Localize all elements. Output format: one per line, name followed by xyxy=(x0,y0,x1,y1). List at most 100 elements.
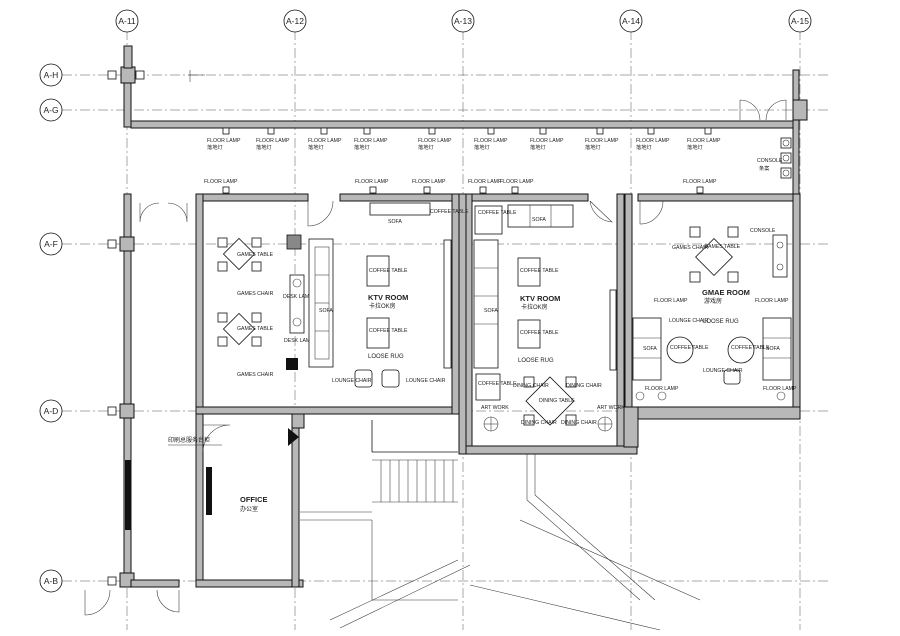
coffee-table-label: COFFEE TABLE xyxy=(520,268,559,274)
sofa-label: SOFA xyxy=(484,308,498,314)
room-name-office-cn: 办公室 xyxy=(240,505,258,513)
doors xyxy=(84,99,787,616)
grid-bubble-a13: A-13 xyxy=(451,9,475,33)
art-work-label: ART WORK xyxy=(597,405,625,411)
games-chair-label: GAMES CHAIR xyxy=(237,291,274,297)
office-note: 印刷总服务台柜 xyxy=(168,436,210,444)
floor-lamp-label: FLOOR LAMP xyxy=(763,386,797,392)
coffee-table-label: COFFEE TABLE xyxy=(731,345,770,351)
floor-lamp-label-cn: 落地灯 xyxy=(585,143,601,151)
floor-lamp-label: FLOOR LAMP xyxy=(474,138,508,144)
floor-lamp-label: FLOOR LAMP xyxy=(204,179,238,185)
dining-chair-label: DINING CHAIR xyxy=(566,383,602,389)
room-name-game-cn: 游戏房 xyxy=(704,297,722,305)
games-table-label: GAMES TABLE xyxy=(704,244,741,250)
lounge-chair-label: LOUNGE CHAIR xyxy=(406,378,446,384)
floor-lamp-label: FLOOR LAMP xyxy=(585,138,619,144)
coffee-table-label: COFFEE TABLE xyxy=(369,268,408,274)
grid-bubble-ad: A-D xyxy=(39,399,63,423)
floor-lamp-label-cn: 落地灯 xyxy=(687,143,703,151)
floor-lamp-label: FLOOR LAMP xyxy=(418,138,452,144)
coffee-table-label: COFFEE TABLE xyxy=(369,328,408,334)
grid-bubble-a11: A-11 xyxy=(115,9,139,33)
sofa-label: SOFA xyxy=(766,346,780,352)
floor-lamp-label: FLOOR LAMP xyxy=(256,138,290,144)
desk-lamp-label: DESK LAMP xyxy=(283,294,313,300)
console-label: CONSOLE xyxy=(757,158,783,164)
grid-label-ah: A-H xyxy=(44,70,59,80)
floor-lamp-label: FLOOR LAMP xyxy=(687,138,721,144)
floor-lamp-label-cn: 落地灯 xyxy=(308,143,324,151)
sofa-label: SOFA xyxy=(643,346,657,352)
misc-symbols xyxy=(107,70,205,586)
grid-bubble-ah: A-H xyxy=(39,63,63,87)
room-name-game: GMAE ROOM xyxy=(702,288,750,297)
console-corridor: CONSOLE 条案 xyxy=(757,137,792,179)
room-name-ktv-right-cn: 卡拉OK房 xyxy=(521,303,548,311)
grid-bubble-a12: A-12 xyxy=(283,9,307,33)
games-table-label: GAMES TABLE xyxy=(237,326,274,332)
grid-label-a15: A-15 xyxy=(791,16,809,26)
floor-lamp-label: FLOOR LAMP xyxy=(755,298,789,304)
grid-label-af: A-F xyxy=(44,239,58,249)
coffee-table-label: COFFEE TABLE xyxy=(670,345,709,351)
room-name-ktv-left: KTV ROOM xyxy=(368,293,408,302)
room-name-ktv-left-cn: 卡拉OK房 xyxy=(369,302,396,310)
coffee-table-label: COFFEE TABLE xyxy=(478,210,517,216)
grid-label-a14: A-14 xyxy=(622,16,640,26)
lounge-chair-label: LOUNGE CHAIR xyxy=(669,318,709,324)
corridor-floor-lamp-labels: FLOOR LAMP 落地灯 FLOOR LAMP 落地灯 FLOOR LAMP… xyxy=(204,138,721,185)
floor-lamp-label: FLOOR LAMP xyxy=(308,138,342,144)
dining-chair-label: DINING CHAIR xyxy=(521,420,557,426)
corridor-floor-lamps xyxy=(222,127,712,194)
sofa-label: SOFA xyxy=(532,217,546,223)
floor-lamp-label: FLOOR LAMP xyxy=(530,138,564,144)
room-name-ktv-right: KTV ROOM xyxy=(520,294,560,303)
games-chair-label: GAMES CHAIR xyxy=(237,372,274,378)
lounge-chair-label: LOUNGE CHAIR xyxy=(332,378,372,384)
floor-lamp-label-cn: 落地灯 xyxy=(207,143,223,151)
console-label-cn: 条案 xyxy=(759,164,770,172)
floor-lamp-label: FLOOR LAMP xyxy=(645,386,679,392)
office-room: OFFICE 办公室 印刷总服务台柜 xyxy=(125,428,299,530)
sofa-label: SOFA xyxy=(319,308,333,314)
floor-lamp-label: FLOOR LAMP xyxy=(500,179,534,185)
stairs xyxy=(300,420,701,631)
ktv-room-left: GAMES TABLE GAMES CHAIR GAMES TABLE GAME… xyxy=(217,202,469,388)
room-name-office: OFFICE xyxy=(240,495,268,504)
loose-rug-label: LOOSE RUG xyxy=(703,319,739,325)
grid-label-ad: A-D xyxy=(44,406,59,416)
grid-bubble-af: A-F xyxy=(39,232,63,256)
floor-lamp-label: FLOOR LAMP xyxy=(683,179,717,185)
coffee-table-label: COFFEE TABLE xyxy=(520,330,559,336)
loose-rug-label: LOOSE RUG xyxy=(368,354,404,360)
walls xyxy=(119,45,808,588)
grid-bubble-ab: A-B xyxy=(39,569,63,593)
game-room: GAMES TABLE GAMES CHAIR GMAE ROOM 游戏房 LO… xyxy=(632,226,797,401)
art-work-label: ART WORK xyxy=(481,405,509,411)
grid-label-a13: A-13 xyxy=(454,16,472,26)
dining-table-label: DINING TABLE xyxy=(539,398,575,404)
floor-lamp-label-cn: 落地灯 xyxy=(474,143,490,151)
dining-chair-label: DINING CHAIR xyxy=(513,383,549,389)
coffee-table-label: COFFEE TABLE xyxy=(478,381,517,387)
sofa-label: SOFA xyxy=(388,219,402,225)
floor-lamp-label-cn: 落地灯 xyxy=(354,143,370,151)
floor-lamp-label-cn: 落地灯 xyxy=(530,143,546,151)
grid-bubble-ag: A-G xyxy=(39,98,63,122)
floor-lamp-label-cn: 落地灯 xyxy=(418,143,434,151)
floor-lamp-label-cn: 落地灯 xyxy=(256,143,272,151)
coffee-table-label: COFFEE TABLE xyxy=(430,209,469,215)
dining-chair-label: DINING CHAIR xyxy=(561,420,597,426)
floor-lamp-label: FLOOR LAMP xyxy=(654,298,688,304)
floor-lamp-label: FLOOR LAMP xyxy=(412,179,446,185)
floor-lamp-label-cn: 落地灯 xyxy=(636,143,652,151)
ktv-room-right: SOFA COFFEE TABLE SOFA COFFEE TABLE COFF… xyxy=(473,204,625,432)
desk-lamp-label: DESK LAMP xyxy=(284,338,314,344)
floor-lamp-label: FLOOR LAMP xyxy=(636,138,670,144)
grid-label-ag: A-G xyxy=(43,105,58,115)
console-label: CONSOLE xyxy=(750,228,776,234)
grid-label-a11: A-11 xyxy=(118,16,136,26)
lounge-chair-label: LOUNGE CHAIR xyxy=(703,368,743,374)
